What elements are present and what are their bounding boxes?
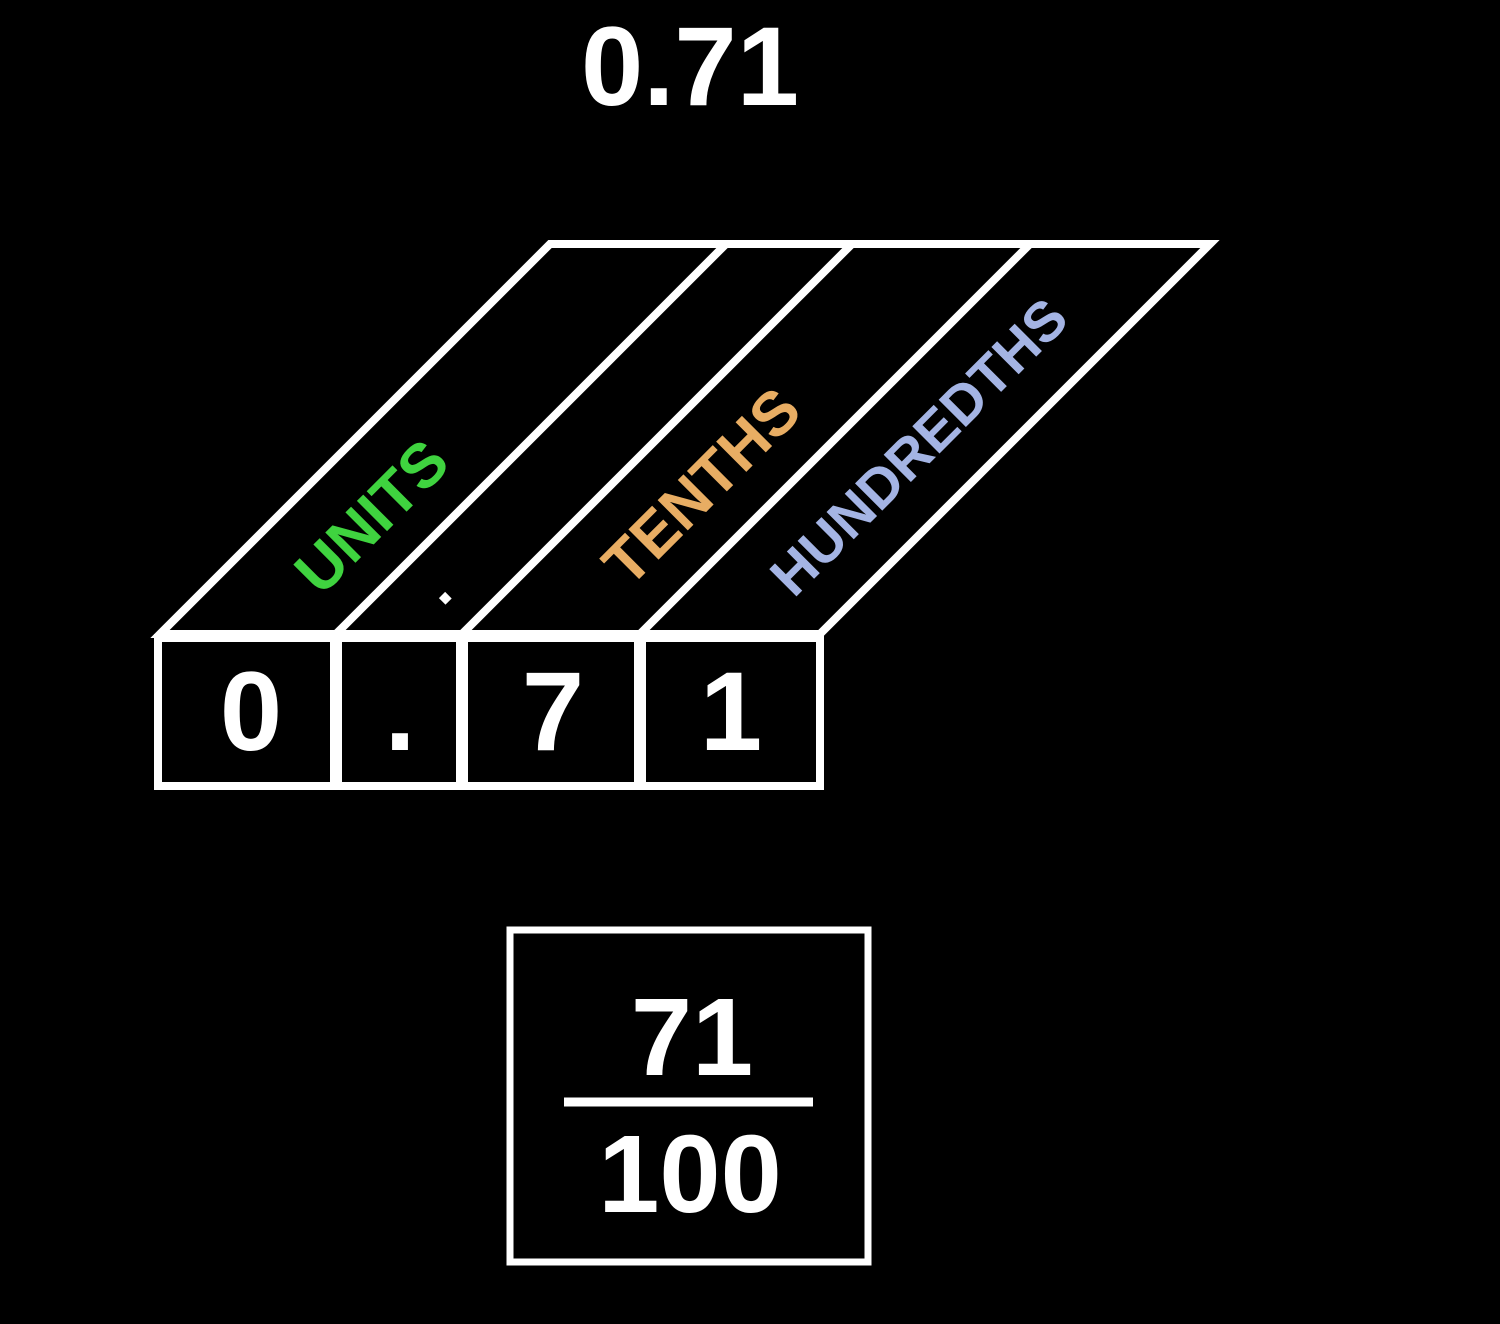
label-hundredths: HUNDREDTHS: [758, 286, 1080, 608]
digit-boxes: [154, 634, 824, 790]
digit-box: [638, 634, 824, 790]
digit-tenths: 7: [522, 649, 584, 774]
fraction-numerator: 71: [631, 976, 753, 1099]
header-divider: [333, 241, 729, 637]
fraction-denominator: 100: [598, 1113, 782, 1236]
header-divider: [459, 241, 855, 637]
fraction-box: [506, 926, 872, 1266]
digit-point: .: [384, 649, 415, 774]
digit-units: 0: [220, 649, 282, 774]
header-divider: [637, 241, 1033, 637]
decimal-title: 0.71: [581, 4, 799, 129]
label-point: .: [404, 557, 465, 618]
digit-hundredths: 1: [700, 649, 762, 774]
